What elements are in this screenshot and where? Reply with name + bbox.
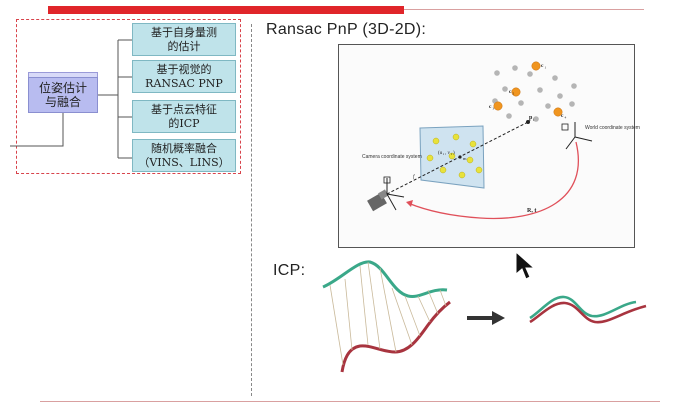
svg-text:i: i (533, 117, 535, 122)
pnp-figure (338, 44, 635, 248)
column-divider (251, 24, 252, 396)
world-points (492, 65, 577, 122)
svg-text:c: c (541, 63, 544, 69)
ransac-heading: Ransac PnP (3D-2D): (266, 21, 427, 38)
camera-icon (367, 189, 389, 212)
svg-text:i: i (451, 152, 452, 156)
camera-coord-label: Camera coordinate system (362, 154, 422, 160)
rt-label: R, t (527, 208, 536, 214)
title-accent-bar (48, 6, 404, 14)
svg-text:c: c (489, 104, 492, 110)
world-coord-label: World coordinate system (585, 125, 640, 131)
icp-heading: ICP: (273, 262, 306, 279)
svg-text:3: 3 (493, 107, 495, 111)
tree-connectors (10, 39, 132, 159)
image-points (426, 133, 483, 179)
leaf-visual-ransac-pnp: 基于视觉的 RANSAC PNP (132, 60, 236, 93)
root-node-tab (28, 72, 98, 77)
svg-text:i: i (443, 152, 444, 156)
svg-text:c: c (509, 89, 512, 95)
control-points (493, 61, 563, 117)
pi-label: p (529, 115, 533, 121)
projection-ray (386, 121, 529, 195)
svg-text:1: 1 (545, 66, 547, 70)
m-label: m (463, 156, 467, 161)
pose-estimation-group (16, 19, 241, 174)
icp-after-curves (529, 295, 647, 324)
svg-text:, v: , v (445, 151, 451, 156)
svg-text:): ) (453, 151, 455, 156)
ui-label-open: (u (438, 151, 443, 156)
title-accent-line (404, 9, 644, 10)
mouse-cursor-icon (515, 250, 536, 280)
svg-text:4: 4 (565, 116, 567, 120)
leaf-point-cloud-icp: 基于点云特征 的ICP (132, 100, 236, 133)
f-label: f (413, 175, 415, 180)
root-node-pose-estimation: 位姿估计 与融合 (28, 77, 98, 113)
icp-before-curves (322, 260, 451, 373)
leaf-probabilistic-fusion: 随机概率融合 （VINS、LINS） (132, 139, 236, 172)
rt-transform-arc (407, 141, 579, 220)
svg-text:2: 2 (513, 92, 515, 96)
arrow-icon (467, 311, 505, 325)
leaf-self-measurement: 基于自身量测 的估计 (132, 23, 236, 56)
svg-text:c: c (561, 113, 564, 119)
footer-line (40, 401, 660, 402)
